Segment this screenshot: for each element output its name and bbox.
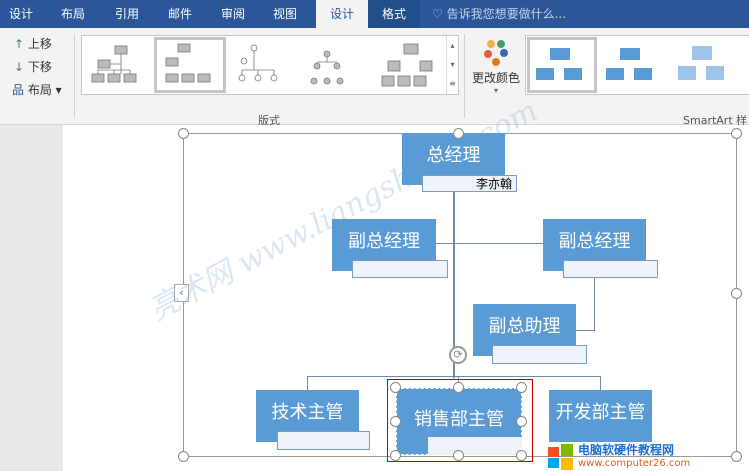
resize-handle[interactable] — [390, 450, 401, 461]
page-margin — [0, 125, 63, 471]
layout-button[interactable]: 品 布局 ▾ — [12, 83, 62, 97]
resize-handle[interactable] — [731, 128, 742, 139]
tell-me-search[interactable]: ♡ 告诉我您想要做什么... — [432, 7, 567, 21]
ribbon-tabs: 设计 布局 引用 邮件 审阅 视图 设计 格式 ♡ 告诉我您想要做什么... — [0, 0, 749, 28]
connector — [453, 192, 455, 378]
resize-handle[interactable] — [390, 416, 401, 427]
resize-handle[interactable] — [516, 416, 527, 427]
chevron-left-icon: ‹ — [179, 286, 184, 299]
resize-handle[interactable] — [516, 382, 527, 393]
node-dev-manager[interactable]: 开发部主管 — [549, 390, 652, 442]
node-name-field[interactable]: 李亦翰 — [422, 175, 517, 192]
resize-handle[interactable] — [178, 451, 189, 462]
lightbulb-icon: ♡ — [432, 7, 443, 21]
resize-handle[interactable] — [731, 288, 742, 299]
connector — [594, 278, 595, 331]
node-name-field[interactable] — [352, 260, 448, 278]
resize-handle[interactable] — [731, 451, 742, 462]
selected-style-item[interactable] — [527, 37, 597, 93]
layouts-group-label: 版式 — [258, 114, 280, 127]
node-name-field[interactable] — [277, 431, 370, 450]
resize-handle[interactable] — [390, 382, 401, 393]
tab-view[interactable]: 视图 — [272, 7, 297, 21]
change-colors-button[interactable]: 更改颜色▾ — [470, 36, 522, 95]
tab-references[interactable]: 引用 — [114, 7, 139, 21]
color-palette-icon — [484, 40, 508, 66]
tab-smartart-design[interactable]: 设计 — [316, 0, 368, 28]
arrow-down-icon: ↓ — [14, 60, 25, 74]
tab-format[interactable]: 格式 — [368, 0, 420, 28]
gallery-scroll[interactable]: ▴▾≡ — [446, 36, 458, 94]
tab-design-doc[interactable]: 设计 — [8, 7, 33, 21]
tab-mailings[interactable]: 邮件 — [167, 7, 192, 21]
styles-group-label: SmartArt 样 — [683, 114, 748, 127]
resize-handle[interactable] — [453, 128, 464, 139]
connector — [600, 376, 601, 390]
resize-handle[interactable] — [453, 450, 464, 461]
selected-layout-item[interactable] — [154, 37, 226, 93]
node-name-field[interactable] — [492, 345, 587, 364]
site-logo: 电脑软硬件教程网 www.computer26.com — [548, 443, 728, 471]
smartart-styles-gallery[interactable] — [525, 35, 749, 95]
resize-handle[interactable] — [453, 382, 464, 393]
divider — [464, 34, 465, 118]
resize-handle[interactable] — [516, 450, 527, 461]
node-name-field[interactable] — [563, 260, 658, 278]
windows-logo-icon — [548, 444, 573, 470]
divider — [74, 34, 75, 118]
layout-thumbnails — [91, 43, 433, 87]
resize-handle[interactable] — [178, 128, 189, 139]
selection-outline — [387, 379, 533, 462]
connector — [307, 376, 308, 390]
arrow-up-icon: ↑ — [14, 37, 25, 51]
connector — [576, 330, 595, 331]
org-chart-icon: 品 — [12, 83, 25, 97]
connector — [436, 243, 543, 244]
node-name-field[interactable] — [428, 437, 522, 455]
move-down-button[interactable]: ↓ 下移 — [14, 60, 52, 74]
text-pane-toggle[interactable]: ‹ — [174, 284, 189, 302]
style-thumbnails — [536, 46, 724, 80]
tab-review[interactable]: 审阅 — [220, 7, 245, 21]
move-up-button[interactable]: ↑ 上移 — [14, 37, 52, 51]
rotate-handle-icon[interactable]: ⟳ — [449, 346, 467, 364]
layouts-gallery[interactable]: ▴▾≡ — [81, 35, 459, 95]
tab-layout[interactable]: 布局 — [60, 7, 85, 21]
connector — [307, 376, 601, 377]
